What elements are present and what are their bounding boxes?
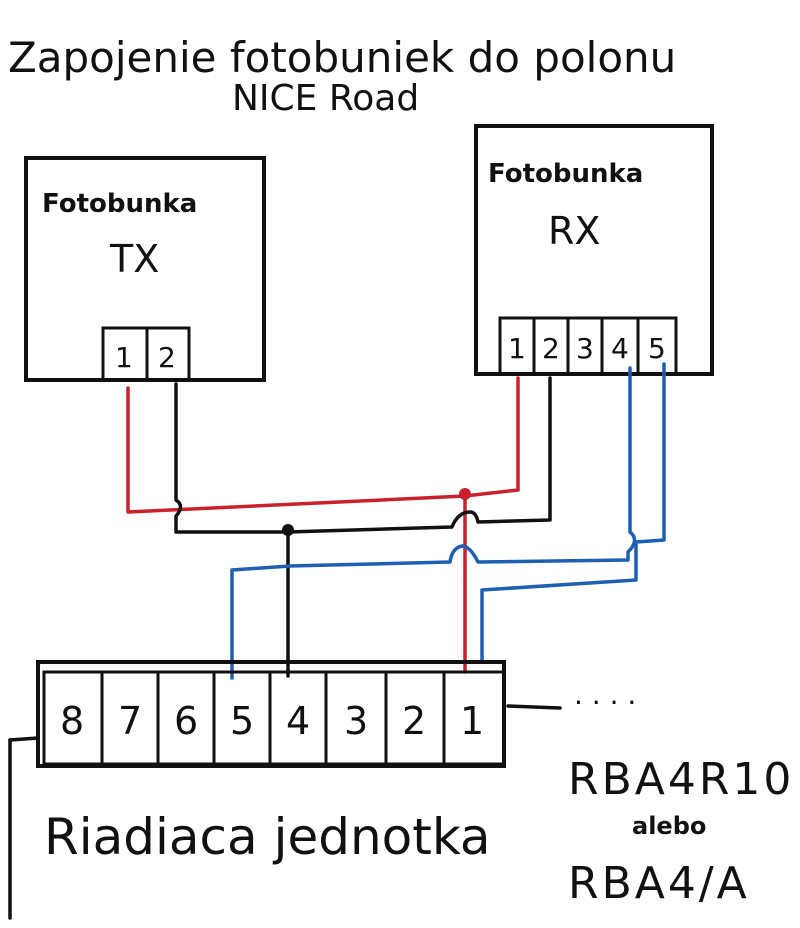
unit-strip-extension: [506, 704, 562, 710]
tx-photocell: Fotobunka TX 1 2: [24, 156, 266, 382]
unit-terminal-3: 3: [344, 699, 368, 743]
rx-terminal-2: 2: [542, 332, 560, 365]
model-primary: RBA4R10: [568, 754, 794, 805]
rx-photocell: Fotobunka RX 1 2 3 4 5: [474, 124, 714, 376]
unit-terminal-6: 6: [174, 699, 198, 743]
wires: [126, 362, 666, 680]
unit-terminal-5: 5: [230, 699, 254, 743]
unit-continuation-dots: · · · ·: [574, 686, 636, 719]
control-unit: 8 7 6 5 4 3 2 1 · · · · Riadiaca jednotk…: [8, 660, 636, 920]
diagram-subtitle: NICE Road: [232, 78, 419, 119]
diagram-title: Zapojenie fotobuniek do polonu: [8, 33, 676, 82]
black-junction: [282, 524, 294, 536]
rx-terminal-1: 1: [508, 332, 526, 365]
control-unit-label: Riadiaca jednotka: [44, 808, 491, 866]
unit-terminal-2: 2: [402, 699, 426, 743]
red-junction: [459, 488, 471, 500]
tx-label: Fotobunka: [42, 189, 197, 219]
rx-label: Fotobunka: [488, 159, 643, 189]
unit-housing-top: [8, 736, 40, 742]
unit-terminal-4: 4: [286, 699, 310, 743]
rx-code: RX: [548, 209, 600, 253]
model-connector: alebo: [632, 812, 706, 840]
unit-terminal-8: 8: [60, 699, 84, 743]
rx-terminal-4: 4: [611, 332, 629, 365]
model-secondary: RBA4/A: [568, 858, 750, 909]
black-wire: [174, 376, 552, 534]
blue-wire-b: [480, 362, 666, 664]
rx-terminal-5: 5: [648, 332, 666, 365]
tx-code: TX: [109, 237, 159, 281]
tx-terminal-2: 2: [158, 341, 176, 374]
rx-terminal-3: 3: [576, 332, 594, 365]
unit-terminal-1: 1: [460, 699, 484, 743]
blue-wire-a: [230, 366, 637, 680]
tx-terminal-1: 1: [115, 341, 133, 374]
unit-terminal-7: 7: [118, 699, 142, 743]
